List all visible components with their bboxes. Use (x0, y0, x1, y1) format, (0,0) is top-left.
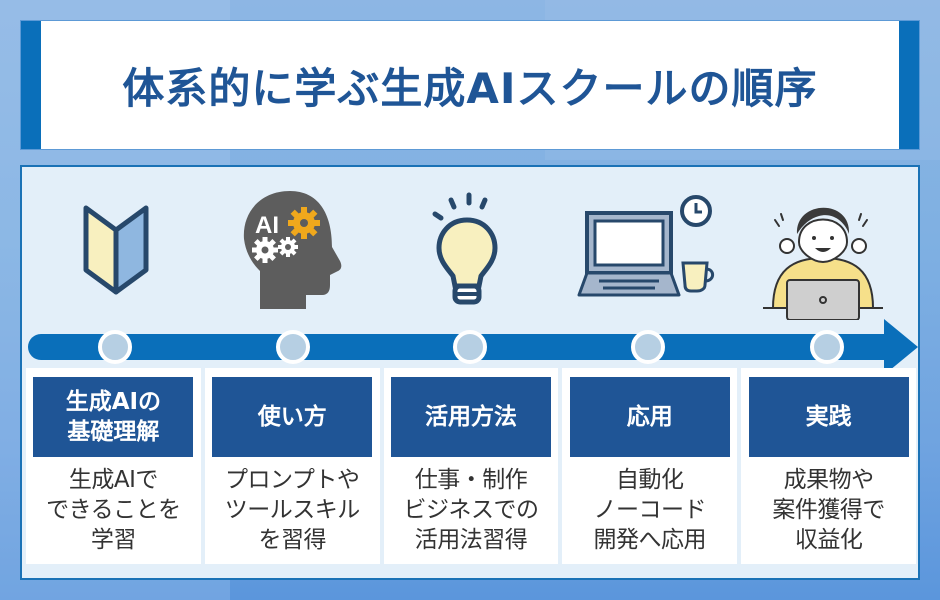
beginner-mark-icon (27, 177, 205, 322)
step-description: 生成AIで できることを 学習 (46, 467, 181, 553)
person-celebrating-laptop-icon (734, 177, 912, 322)
step-heading: 活用方法 (390, 377, 551, 457)
step-card-application: 応用 自動化 ノーコード 開発へ応用 (562, 368, 738, 564)
timeline-dot-3 (453, 330, 487, 364)
step-card-basics: 生成AIの 基礎理解 生成AIで できることを 学習 (26, 368, 201, 564)
laptop-clock-cup-icon (555, 177, 733, 322)
step-card-utilization: 活用方法 仕事・制作 ビジネスでの 活用法習得 (383, 368, 559, 564)
timeline-dot-5 (810, 330, 844, 364)
timeline-dot-1 (98, 330, 132, 364)
steps-panel: AI (20, 165, 920, 580)
step-heading: 実践 (748, 377, 909, 457)
timeline-dot-2 (276, 330, 310, 364)
step-card-practice: 実践 成果物や 案件獲得で 収益化 (741, 368, 916, 564)
step-description: 成果物や 案件獲得で 収益化 (772, 467, 885, 553)
step-heading: 応用 (569, 377, 730, 457)
step-heading: 使い方 (212, 377, 373, 457)
icons-row: AI (22, 167, 918, 327)
arrow-head-icon (884, 319, 918, 375)
step-cards: 生成AIの 基礎理解 生成AIで できることを 学習 使い方 プロンプトや ツー… (26, 368, 916, 564)
page-title: 体系的に学ぶ生成AIスクールの順序 (122, 63, 818, 113)
ai-head-gears-icon: AI (204, 177, 382, 322)
light-bulb-icon (378, 177, 556, 322)
timeline-arrow (28, 319, 918, 375)
step-description: 仕事・制作 ビジネスでの 活用法習得 (403, 467, 539, 553)
step-heading: 生成AIの 基礎理解 (33, 377, 194, 457)
step-card-usage: 使い方 プロンプトや ツールスキル を習得 (204, 368, 380, 564)
timeline-dot-4 (631, 330, 665, 364)
step-description: プロンプトや ツールスキル を習得 (224, 467, 361, 553)
ai-label: AI (255, 212, 279, 239)
title-banner: 体系的に学ぶ生成AIスクールの順序 (20, 20, 920, 150)
step-description: 自動化 ノーコード 開発へ応用 (593, 467, 707, 553)
